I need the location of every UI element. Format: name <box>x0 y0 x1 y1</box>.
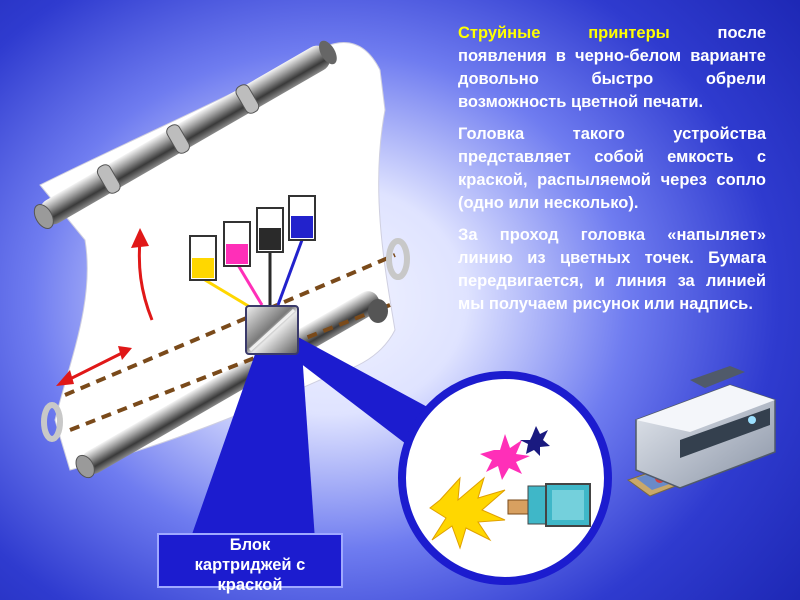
rail-ring-right <box>386 238 410 280</box>
cartridge-block-caption: Блок картриджей с краской <box>157 533 343 594</box>
caption-pointer <box>190 340 315 540</box>
ink-tubes <box>204 239 304 312</box>
paragraph-intro: Струйные принтеры после появления в черн… <box>458 22 766 114</box>
bottom-roller <box>75 291 380 479</box>
ink-cartridge-blue <box>288 195 316 241</box>
rail-ring-left <box>41 402 63 442</box>
ink-cartridge-magenta <box>223 221 251 267</box>
paper-feed-arrow <box>131 228 154 321</box>
print-head-icon <box>245 305 299 355</box>
head-move-arrow <box>56 346 132 386</box>
paragraph-process: За проход головка «напыляет» линию из цв… <box>458 226 766 313</box>
inkjet-printer-icon <box>626 366 776 497</box>
highlight-term: Струйные принтеры <box>458 24 670 42</box>
caption-line-2: картриджей с <box>194 556 306 574</box>
paragraph-head: Головка такого устройства представляет с… <box>458 125 766 212</box>
zoom-circle-icon <box>398 371 612 585</box>
ink-cartridge-yellow <box>189 235 217 281</box>
guide-line-lower <box>69 303 391 432</box>
caption-line-1: Блок <box>229 536 271 554</box>
description-text: Струйные принтеры после появления в черн… <box>458 22 766 325</box>
paragraph-intro-rest: после появления в черно-белом варианте д… <box>458 24 767 111</box>
ink-cartridge-black <box>256 207 284 253</box>
guide-line-upper <box>64 253 396 397</box>
top-roller <box>33 40 337 229</box>
caption-line-3: краской <box>217 576 283 594</box>
